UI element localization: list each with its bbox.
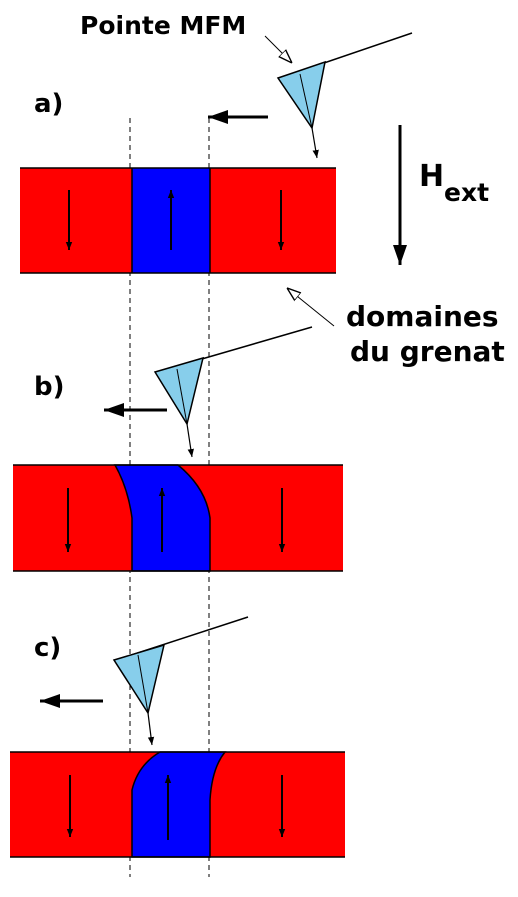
panel-a — [20, 32, 413, 274]
domains-label-line2: du grenat — [350, 335, 505, 368]
mfm-tip-icon — [276, 60, 326, 130]
domain-down-right — [210, 168, 336, 273]
tip-annotation-arrow — [264, 35, 292, 63]
domain-down-left — [20, 168, 132, 273]
field-label-main: H — [419, 159, 444, 194]
domains-label-line1: domaines — [346, 300, 499, 333]
tip-probe-arrow — [186, 423, 194, 458]
field-label-subscript: ext — [444, 178, 489, 207]
tip-label: Pointe MFM — [80, 11, 246, 40]
tip-axis — [299, 73, 313, 129]
panel-a-label: a) — [34, 89, 63, 119]
tip-axis — [176, 368, 188, 425]
mfm-tip-icon — [112, 643, 166, 715]
panel-c-label: c) — [34, 633, 61, 663]
tip-probe-arrow — [147, 712, 155, 746]
panel-b — [13, 326, 343, 572]
tip-axis — [137, 654, 149, 714]
panel-c — [10, 616, 345, 858]
tip-probe-arrow — [311, 127, 319, 159]
mfm-tip-icon — [153, 356, 205, 426]
domains-annotation-arrow — [287, 288, 335, 327]
panel-b-label: b) — [34, 372, 65, 402]
